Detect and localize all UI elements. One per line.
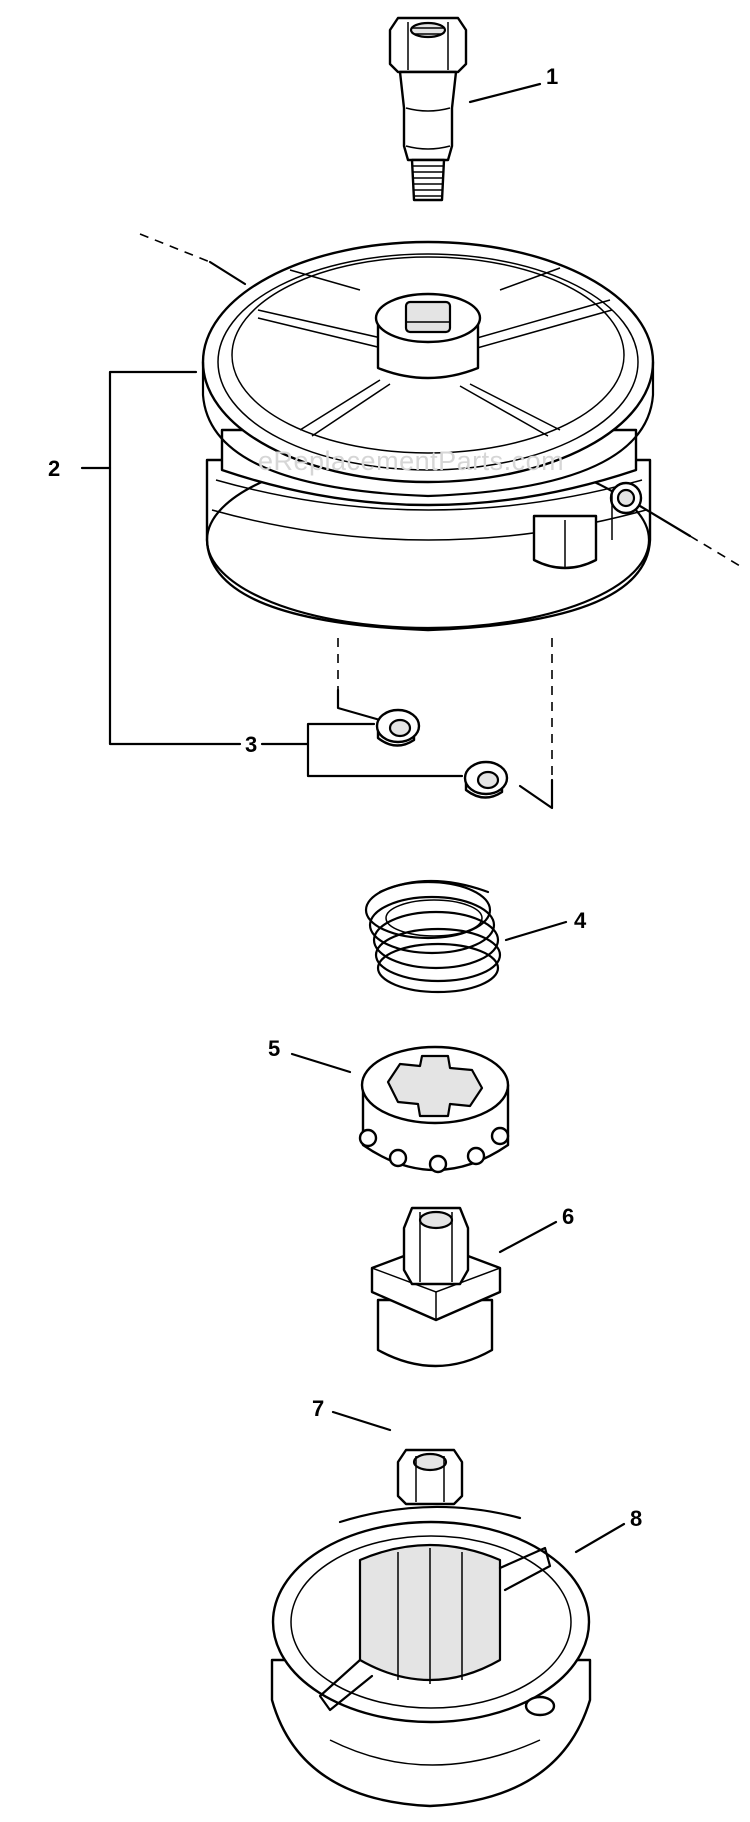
part-2-spool-housing[interactable]: [201, 240, 655, 632]
part-7-hex-nut[interactable]: [396, 1448, 464, 1506]
part-number-3: 3: [245, 732, 257, 757]
leader-3b: [306, 742, 464, 778]
watermark-text: eReplacementParts.com: [258, 446, 564, 476]
leader-1: [468, 82, 542, 104]
part-3-bushing-a[interactable]: [375, 708, 421, 747]
leader-3: [260, 722, 376, 746]
part-4-spring[interactable]: [364, 879, 502, 994]
part-3-bushing-b[interactable]: [463, 760, 509, 799]
part-number-2: 2: [48, 456, 60, 481]
leader-2: [80, 370, 198, 470]
part-number-1: 1: [546, 64, 558, 89]
part-number-7: 7: [312, 1396, 324, 1421]
leader-5: [290, 1052, 352, 1074]
leader-7: [331, 1410, 392, 1432]
part-5-ratchet-collar[interactable]: [358, 1045, 510, 1174]
part-1-bolt[interactable]: [388, 16, 468, 202]
part-number-4: 4: [574, 908, 587, 933]
part-8-cover[interactable]: [270, 1505, 592, 1808]
part-number-8: 8: [630, 1506, 642, 1531]
leader-8: [574, 1522, 626, 1554]
part-6-adapter[interactable]: [370, 1206, 502, 1368]
leader-4: [504, 920, 568, 942]
leader-2-bottom: [108, 466, 242, 746]
part-number-6: 6: [562, 1204, 574, 1229]
part-number-5: 5: [268, 1036, 280, 1061]
leader-6: [498, 1220, 558, 1254]
